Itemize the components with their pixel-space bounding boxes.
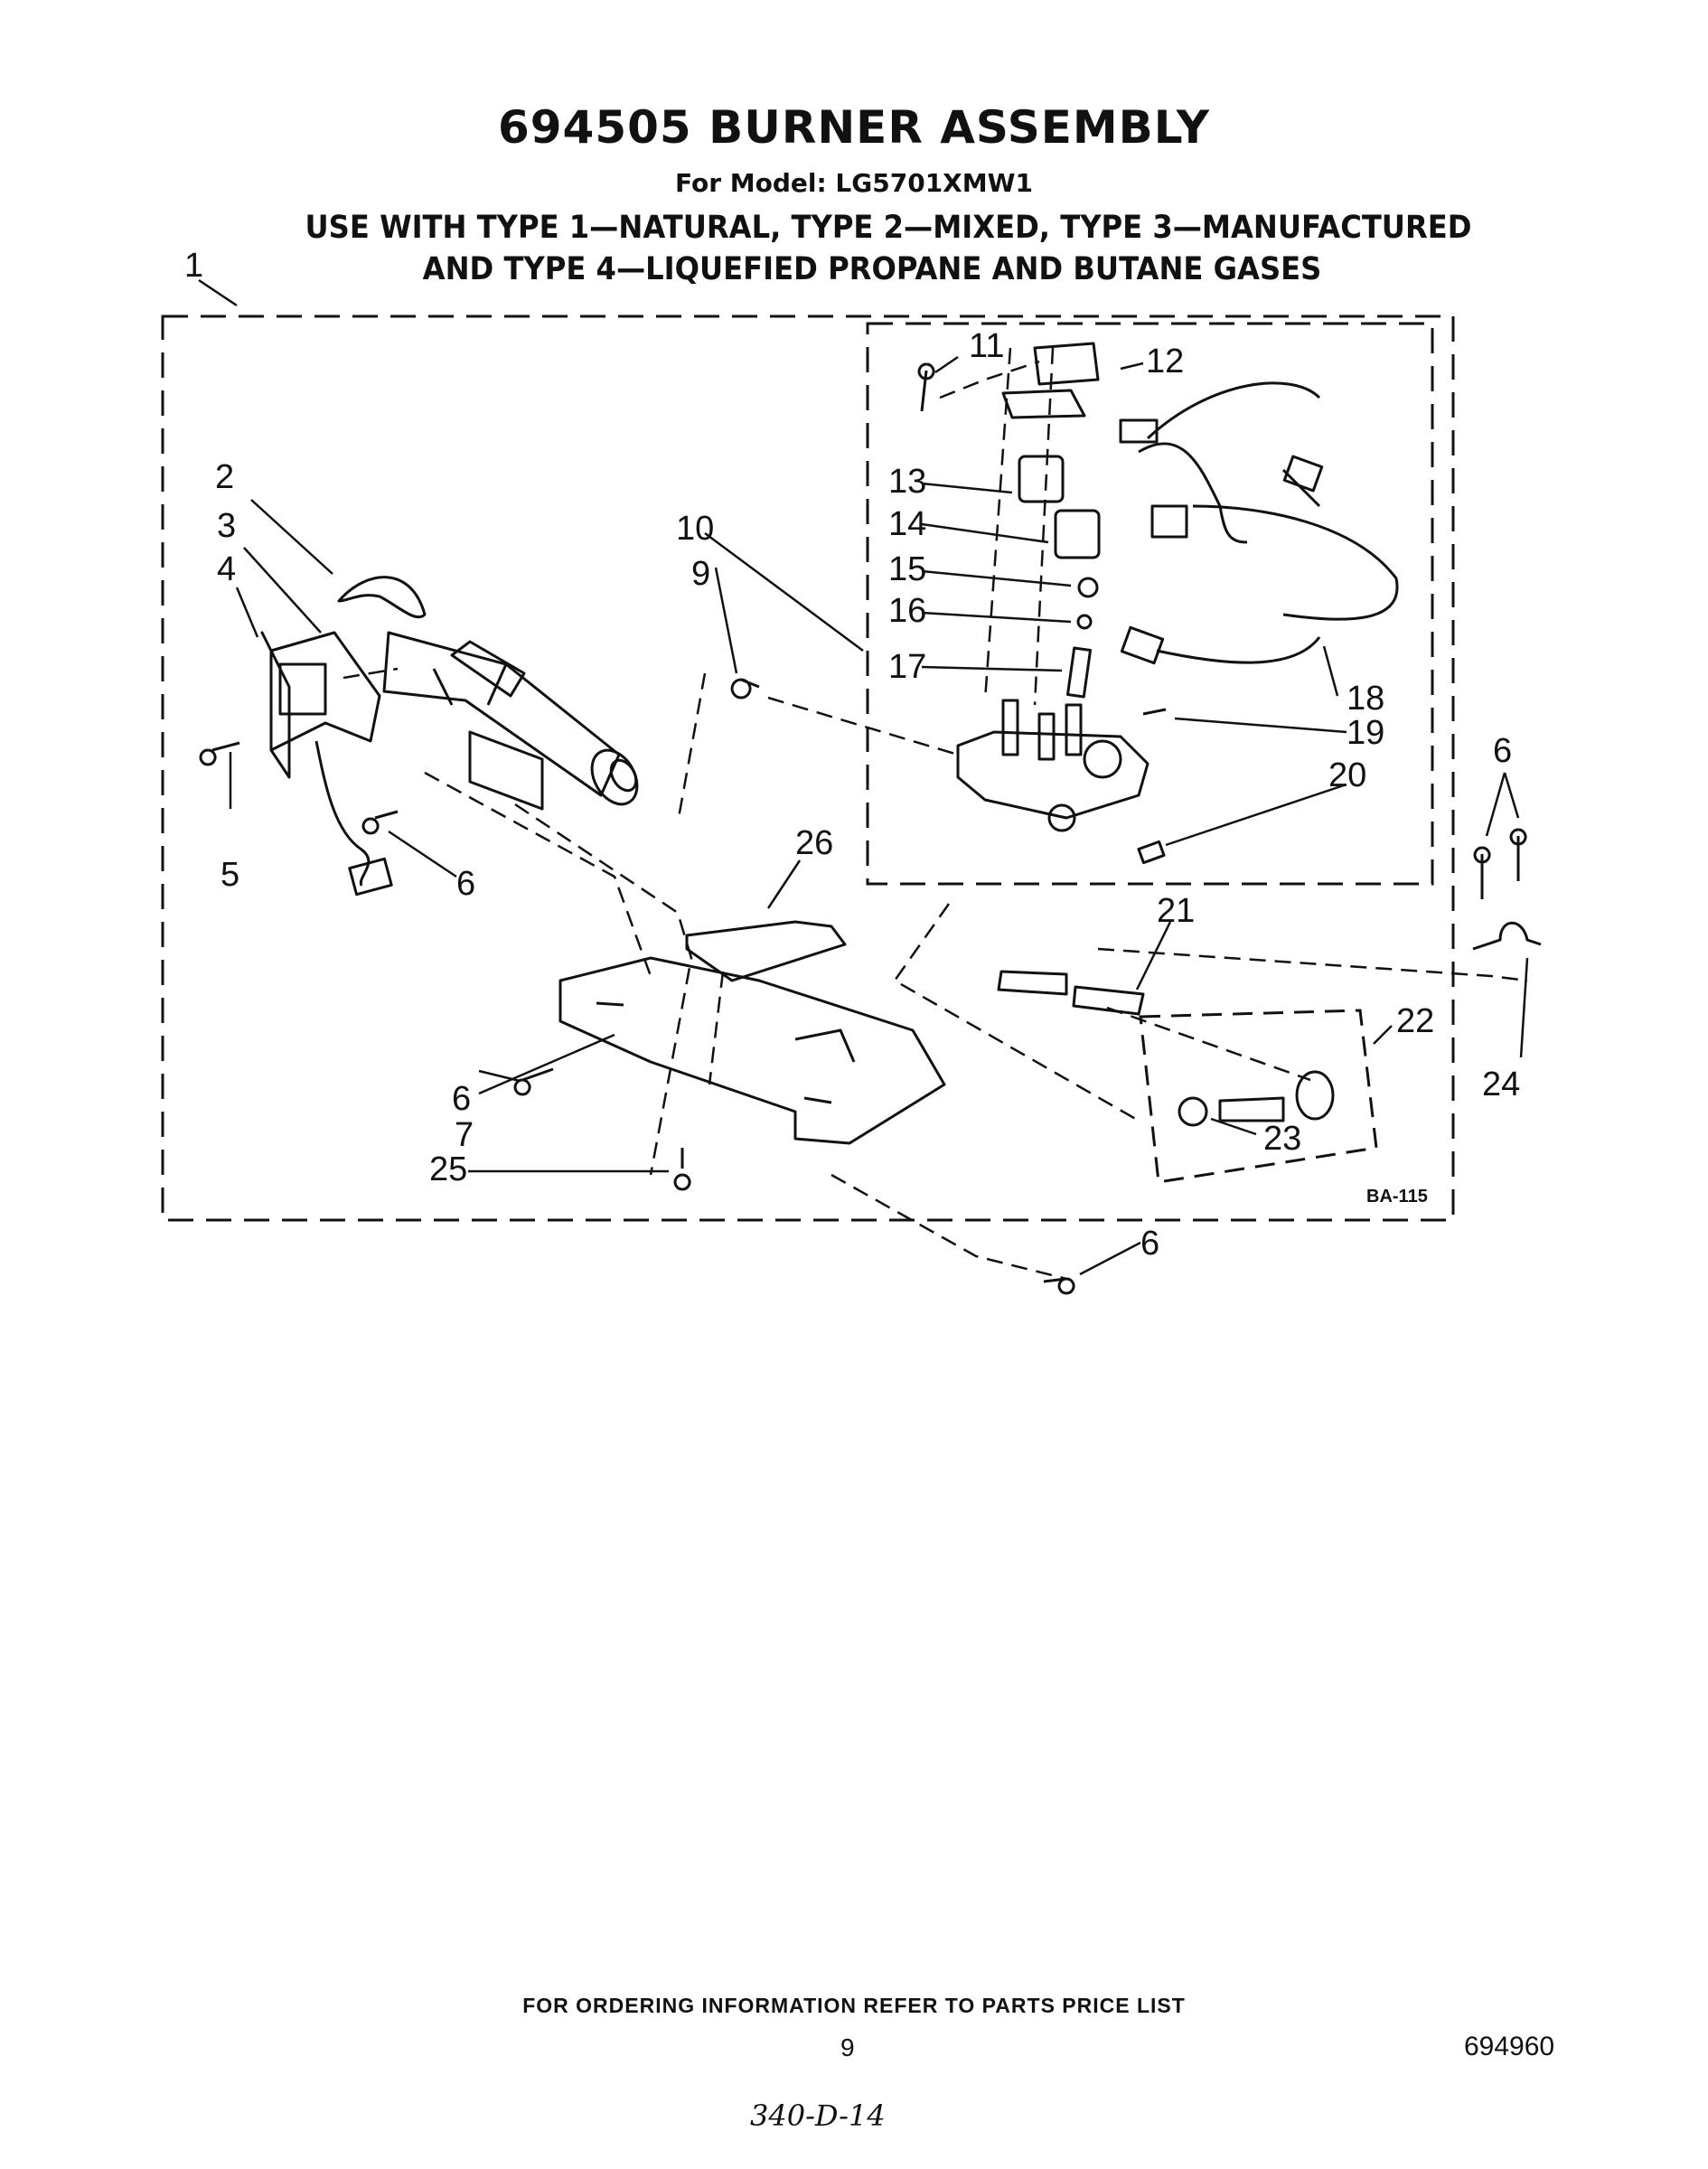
screw-11 (917, 362, 935, 412)
ordering-info-footer: FOR ORDERING INFORMATION REFER TO PARTS … (522, 1994, 1186, 2017)
base-parts (513, 828, 1542, 1295)
pipe-nipple-lower (1072, 985, 1145, 1016)
alignment-lines (343, 347, 1528, 1281)
callout-4: 4 (217, 550, 236, 588)
screw-25 (673, 1148, 691, 1191)
fitting-20 (1137, 840, 1166, 865)
callout-5: 5 (221, 856, 239, 894)
air-shutter (450, 640, 526, 698)
harness-connector-d (1120, 625, 1165, 665)
page-title: 694505 BURNER ASSEMBLY (497, 101, 1211, 154)
page-number: 9 (840, 2033, 855, 2061)
coil-cover-plate (1033, 342, 1100, 386)
pipe-nipple-upper (997, 970, 1068, 996)
gas-valve-body (956, 730, 1150, 820)
callout-labels: 1 2 3 4 5 6 6 7 9 10 11 12 13 14 15 16 1… (184, 247, 1520, 1263)
igniter-bracket (468, 730, 544, 811)
coil-13 (1018, 455, 1065, 503)
coil-bracket (1001, 389, 1086, 419)
screw-5 (199, 741, 240, 766)
part-17 (1065, 646, 1093, 699)
assembly-boundary (161, 315, 1455, 1222)
callout-24: 24 (1482, 1066, 1520, 1103)
screw-6-right-a (1473, 846, 1491, 899)
nut-23 (1178, 1096, 1208, 1127)
handwritten-note: 340-D-14 (750, 2099, 886, 2133)
callout-1: 1 (184, 247, 203, 285)
callout-23: 23 (1263, 1120, 1301, 1158)
callout-16: 16 (888, 592, 926, 630)
callout-22: 22 (1396, 1002, 1434, 1040)
screw-9 (730, 678, 760, 700)
part-16 (1076, 614, 1093, 630)
callout-17: 17 (888, 648, 926, 686)
callout-15: 15 (888, 550, 926, 588)
callout-10: 10 (676, 510, 714, 548)
callout-18: 18 (1347, 680, 1384, 718)
coil-14 (1054, 509, 1101, 559)
harness-connector-a (1119, 418, 1159, 444)
screw-19 (1142, 708, 1167, 716)
callout-13: 13 (888, 463, 926, 501)
base-bracket-7 (558, 956, 946, 1145)
callout-3: 3 (217, 507, 236, 545)
harness-connector-c (1282, 455, 1324, 493)
clamp-24 (1472, 921, 1542, 951)
callout-6-right: 6 (1493, 732, 1512, 770)
figure-code: BA-115 (1366, 1187, 1428, 1207)
callout-25: 25 (429, 1150, 467, 1188)
burner-parts (199, 576, 639, 897)
callout-11: 11 (969, 327, 1004, 365)
callout-12: 12 (1146, 343, 1184, 380)
igniter-wire (314, 740, 371, 887)
screw-6-left (361, 810, 399, 835)
callout-6-left: 6 (456, 865, 475, 903)
screw-6-bottom (1043, 1277, 1075, 1295)
callout-7: 7 (455, 1116, 474, 1154)
screw-6-right-b (1509, 828, 1527, 881)
callout-19: 19 (1347, 714, 1384, 752)
valve-subassembly-boundary (866, 322, 1434, 886)
injector-fitting (1218, 1096, 1285, 1122)
injector-subassembly-boundary (1139, 1009, 1378, 1184)
flame-spreader (337, 576, 427, 619)
usage-line-2: AND TYPE 4—LIQUEFIED PROPANE AND BUTANE … (422, 251, 1322, 287)
burner-tube (382, 631, 621, 797)
valve-parts (730, 342, 1399, 865)
callout-14: 14 (888, 505, 926, 543)
callout-20: 20 (1328, 756, 1366, 794)
callout-26: 26 (795, 824, 833, 862)
leader-lines (198, 278, 1529, 1276)
callout-9: 9 (691, 555, 710, 593)
valve-outlet (1047, 803, 1076, 832)
callout-6-bottom: 6 (1140, 1225, 1159, 1263)
part-15 (1077, 577, 1099, 598)
harness-connector-b (1150, 504, 1188, 539)
bracket-26 (685, 920, 847, 982)
model-line: For Model: LG5701XMW1 (674, 168, 1034, 198)
document-number: 694960 (1464, 2032, 1555, 2061)
callout-6-bottom-left: 6 (452, 1080, 471, 1118)
screw-6-bottom-left (513, 1067, 554, 1096)
igniter-plug (348, 857, 393, 897)
wire-harness (1138, 381, 1399, 664)
callout-21: 21 (1157, 892, 1195, 930)
usage-line-1: USE WITH TYPE 1—NATURAL, TYPE 2—MIXED, T… (305, 210, 1472, 246)
callout-2: 2 (215, 458, 234, 496)
